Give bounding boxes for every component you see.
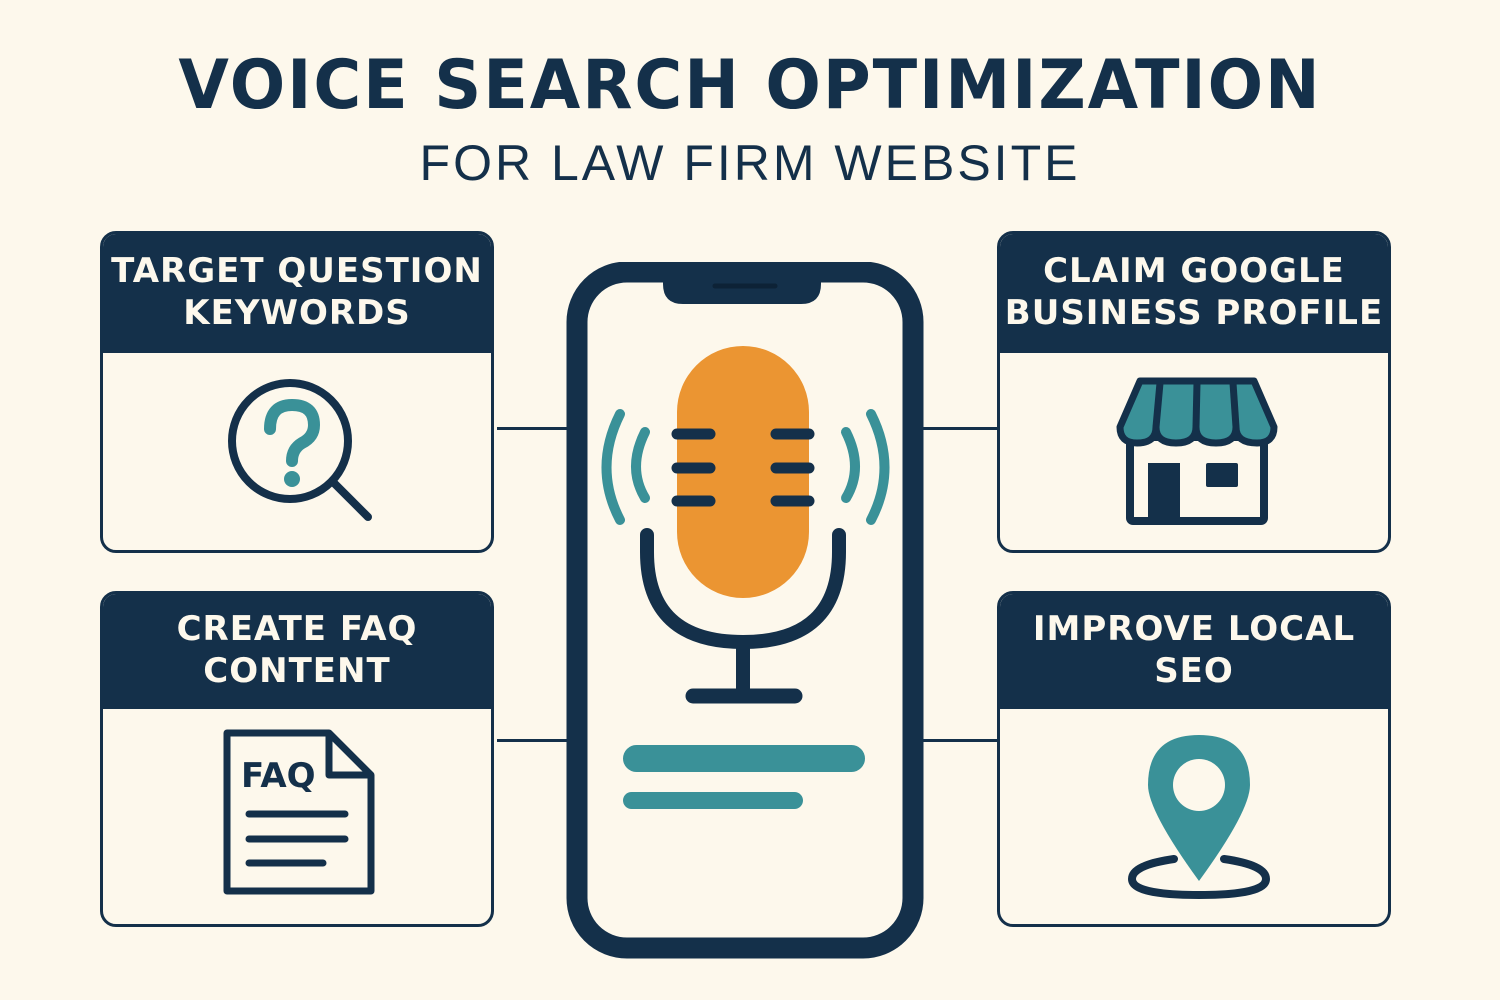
connector-bottom-left xyxy=(497,739,569,742)
sound-wave-left-inner xyxy=(631,427,650,503)
smartphone-microphone-icon xyxy=(566,262,924,959)
card-title-line1: IMPROVE LOCAL xyxy=(1032,609,1356,649)
card-title-line2: KEYWORDS xyxy=(183,293,411,333)
svg-text:FAQ: FAQ xyxy=(241,756,316,796)
card-header: TARGET QUESTION KEYWORDS xyxy=(103,234,491,353)
faq-document-icon: FAQ xyxy=(223,729,375,895)
card-claim-google-business-profile: CLAIM GOOGLE BUSINESS PROFILE xyxy=(997,231,1391,553)
sound-wave-right-inner xyxy=(841,427,860,503)
card-title-line1: CREATE FAQ xyxy=(176,609,418,649)
connector-top-right xyxy=(918,427,998,430)
storefront-icon xyxy=(1116,377,1278,525)
page-title: VOICE SEARCH OPTIMIZATION xyxy=(178,46,1322,125)
card-title-line1: TARGET QUESTION xyxy=(111,251,483,291)
magnifier-question-icon xyxy=(228,379,372,521)
card-target-question-keywords: TARGET QUESTION KEYWORDS xyxy=(100,231,494,553)
page-subtitle: FOR LAW FIRM WEBSITE xyxy=(419,135,1081,191)
card-title-line1: CLAIM GOOGLE xyxy=(1043,251,1345,291)
card-improve-local-seo: IMPROVE LOCAL SEO xyxy=(997,591,1391,927)
sound-wave-right-outer xyxy=(866,409,890,525)
sound-wave-left-outer xyxy=(601,409,625,525)
card-header: CLAIM GOOGLE BUSINESS PROFILE xyxy=(1000,234,1388,353)
card-header: CREATE FAQ CONTENT xyxy=(103,594,491,709)
connector-top-left xyxy=(497,427,569,430)
text-line-2 xyxy=(623,792,803,809)
text-line-1 xyxy=(623,745,865,772)
card-create-faq-content: CREATE FAQ CONTENT FAQ xyxy=(100,591,494,927)
microphone-capsule xyxy=(677,346,809,598)
card-title-line2: SEO xyxy=(1154,651,1234,691)
card-header: IMPROVE LOCAL SEO xyxy=(1000,594,1388,709)
location-pin-icon xyxy=(1127,735,1271,900)
card-title-line2: CONTENT xyxy=(203,651,391,691)
card-title-line2: BUSINESS PROFILE xyxy=(1004,293,1384,333)
connector-bottom-right xyxy=(918,739,998,742)
